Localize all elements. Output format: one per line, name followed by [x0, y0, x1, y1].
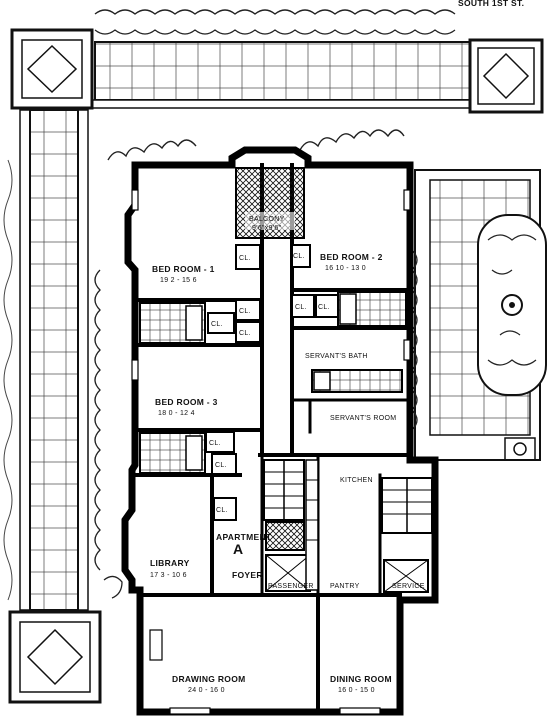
foyer-label: FOYER	[232, 570, 263, 580]
drawing-room-dims: 24 0 - 16 0	[188, 687, 225, 694]
closet-label: CL.	[239, 255, 251, 262]
closet-label: CL.	[318, 304, 330, 311]
balcony-label: BALCONY	[249, 216, 285, 223]
kitchen-label: KITCHEN	[340, 477, 373, 484]
apartment-label: APARTMENT	[216, 532, 272, 542]
bedroom-2-label: BED ROOM - 2	[320, 252, 383, 262]
bedroom-1-dims: 19 2 - 15 6	[160, 277, 197, 284]
fountain	[501, 294, 523, 316]
garden-surround: SOUTH 1ST ST.	[3, 0, 547, 704]
closet-label: CL.	[216, 507, 228, 514]
bedroom-2-dims: 16 10 - 13 0	[325, 265, 366, 272]
outer-wall	[121, 146, 439, 716]
hedge-top	[94, 9, 456, 15]
walk-left	[29, 109, 79, 611]
stair-core	[263, 459, 433, 593]
bedroom-3-label: BED ROOM - 3	[155, 397, 218, 407]
closet-label: CL.	[293, 253, 305, 260]
balcony-dims: 9'6"x9'6"	[252, 225, 282, 232]
bedroom-3-dims: 18 0 - 12 4	[158, 410, 195, 417]
closet-label: CL.	[295, 304, 307, 311]
passenger-label: PASSENGER	[268, 583, 314, 590]
library-dims: 17 3 - 10 6	[150, 572, 187, 579]
servants-room-label: SERVANT'S ROOM	[330, 415, 396, 422]
servants-bath-label: SERVANT'S BATH	[305, 353, 368, 360]
closet-label: CL.	[239, 330, 251, 337]
dining-room-label: DINING ROOM	[330, 674, 392, 684]
pavilion-top-left	[10, 28, 94, 110]
bedroom-1-label: BED ROOM - 1	[152, 264, 215, 274]
closet-label: CL.	[215, 462, 227, 469]
drawing-room-label: DRAWING ROOM	[172, 674, 245, 684]
balcony: BALCONY 9'6"x9'6"	[235, 167, 305, 239]
pantry-label: PANTRY	[330, 583, 360, 590]
servants-bath-fixtures	[311, 369, 403, 393]
closet-label: CL.	[211, 321, 223, 328]
room-labels: BED ROOM - 1 19 2 - 15 6 BED ROOM - 2 16…	[150, 252, 425, 694]
service-label: SERVICE	[392, 583, 425, 590]
bathrooms	[139, 291, 407, 474]
apartment-letter: A	[233, 541, 243, 557]
pavilion-top-right	[468, 38, 544, 114]
closet-label: CL.	[209, 440, 221, 447]
pavilion-bottom-left	[8, 610, 102, 704]
library-label: LIBRARY	[150, 558, 190, 568]
street-label: SOUTH 1ST ST.	[458, 0, 524, 8]
dining-room-dims: 16 0 - 15 0	[338, 687, 375, 694]
elevator-hatch	[265, 521, 305, 551]
walk-top	[94, 41, 471, 101]
closets: CL. CL. CL. CL. CL. CL. CL. CL. CL. CL.	[205, 244, 339, 521]
closet-label: CL.	[239, 308, 251, 315]
windows	[131, 189, 411, 715]
